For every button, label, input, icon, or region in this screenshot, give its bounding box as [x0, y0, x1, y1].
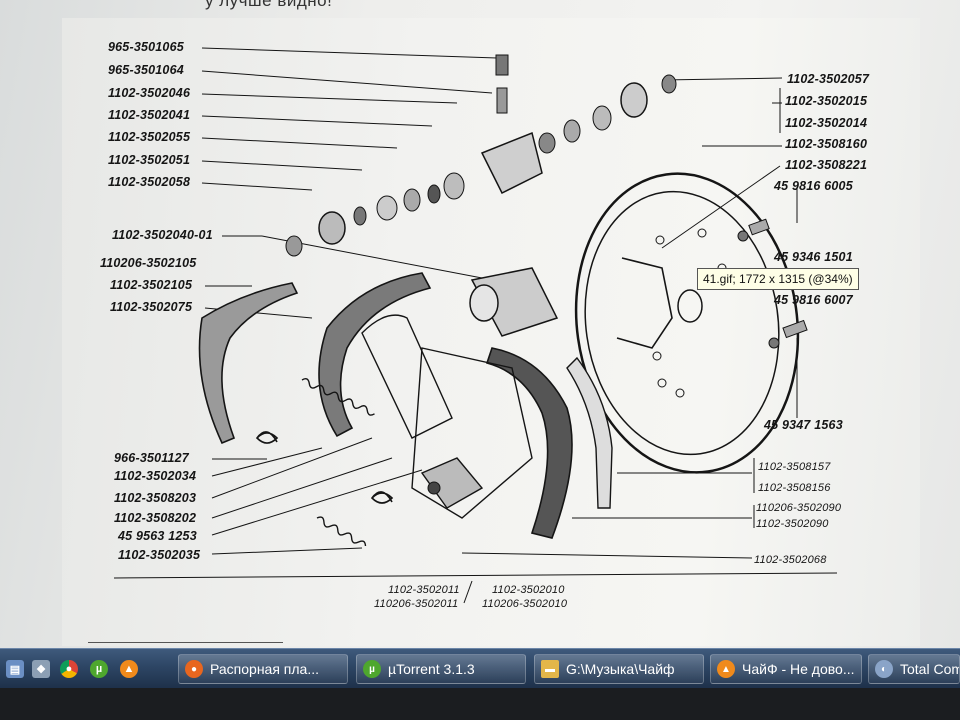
part-label: 45 9347 1563 [764, 418, 843, 432]
part-label: 1102-3502075 [110, 300, 193, 314]
part-label: 1102-3502057 [787, 72, 870, 86]
total-commander-icon: ◐ [875, 660, 893, 678]
task-label: ЧайФ - Не дово... [742, 661, 855, 677]
taskbar-button-media-player[interactable]: ▲ ЧайФ - Не дово... [710, 654, 862, 684]
taskbar-button-browser[interactable]: ● Распорная пла... [178, 654, 348, 684]
media-quick-icon[interactable]: ▲ [120, 660, 138, 678]
part-label: 1102-3502041 [108, 108, 191, 122]
monitor-screen: у лучше видно! [0, 0, 960, 648]
part-label: 1102-3502068 [754, 554, 827, 566]
part-label: 1102-3508156 [758, 482, 831, 494]
part-label: 110206-3502090 [756, 502, 842, 514]
monitor-bezel [0, 688, 960, 720]
part-label: 1102-3502014 [785, 116, 868, 130]
taskbar-button-folder[interactable]: ▬ G:\Музыка\Чайф [534, 654, 704, 684]
part-label: 1102-3508160 [785, 137, 868, 151]
taskbar-button-total-commander[interactable]: ◐ Total Com [868, 654, 960, 684]
part-label: 1102-3502034 [114, 469, 197, 483]
divider [88, 642, 283, 643]
part-label: 1102-3508157 [758, 461, 831, 473]
task-label: G:\Музыка\Чайф [566, 661, 675, 677]
part-label: 1102-3508203 [114, 491, 197, 505]
part-label: 45 9816 6007 [774, 293, 853, 307]
part-label: 45 9563 1253 [118, 529, 197, 543]
firefox-icon: ● [185, 660, 203, 678]
part-label: 1102-3502015 [785, 94, 868, 108]
windows-taskbar: ▤ ❖ ● µ ▲ ● Распорная пла... µ µTorrent … [0, 648, 960, 689]
part-label: 965-3501064 [108, 63, 184, 77]
utorrent-icon: µ [363, 660, 381, 678]
part-label: 1102-3502055 [108, 130, 191, 144]
chrome-icon[interactable]: ● [60, 660, 78, 678]
show-desktop-icon[interactable]: ▤ [6, 660, 24, 678]
part-label: 966-3501127 [114, 451, 189, 465]
part-label: 1102-3502058 [108, 175, 191, 189]
part-label: 1102-3502105 [110, 278, 193, 292]
taskbar-button-utorrent[interactable]: µ µTorrent 3.1.3 [356, 654, 526, 684]
folder-icon: ▬ [541, 660, 559, 678]
part-label: 45 9816 6005 [774, 179, 853, 193]
part-label: 1102-3502010 [492, 584, 565, 596]
part-label: 45 9346 1501 [774, 250, 853, 264]
task-label: Total Com [900, 661, 960, 677]
part-label: 1102-3502011 [388, 584, 460, 596]
task-label: Распорная пла... [210, 661, 320, 677]
utorrent-quick-icon[interactable]: µ [90, 660, 108, 678]
part-label: 1102-3502051 [108, 153, 191, 167]
top-caption: у лучше видно! [205, 0, 333, 10]
image-info-tooltip: 41.gif; 1772 x 1315 (@34%) [697, 268, 859, 290]
brake-assembly-drawing [113, 47, 838, 604]
part-label: 1102-3508221 [785, 158, 868, 172]
part-label: 1102-3502040-01 [112, 228, 213, 242]
part-label: 1102-3508202 [114, 511, 197, 525]
part-label: 965-3501065 [108, 40, 184, 54]
part-label: 110206-3502105 [100, 256, 197, 270]
task-label: µTorrent 3.1.3 [388, 661, 475, 677]
part-label: 1102-3502035 [118, 548, 201, 562]
media-player-icon: ▲ [717, 660, 735, 678]
part-label: 1102-3502046 [108, 86, 191, 100]
part-label: 110206-3502011 [374, 598, 459, 610]
explorer-icon[interactable]: ❖ [32, 660, 50, 678]
part-label: 1102-3502090 [756, 518, 829, 530]
part-label: 110206-3502010 [482, 598, 568, 610]
brake-diagram-image: 965-3501065 965-3501064 1102-3502046 110… [62, 18, 920, 646]
